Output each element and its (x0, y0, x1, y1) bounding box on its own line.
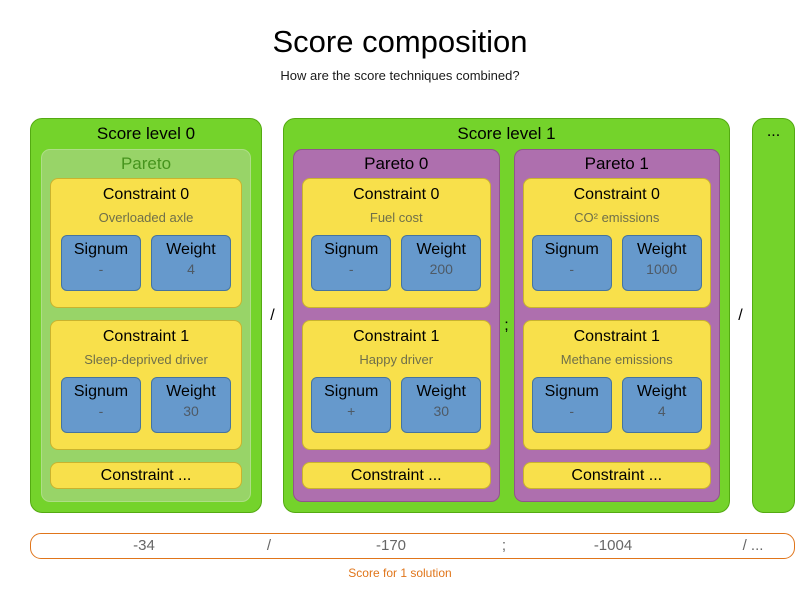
score-level-1-box: Score level 1 Pareto 0 Constraint 0 Fuel… (283, 118, 730, 513)
weight-value: 30 (433, 403, 450, 419)
signum-label: Signum (544, 241, 599, 258)
constraint-title: Constraint 0 (353, 186, 440, 203)
signum-weight-row: Signum - Weight 1000 (524, 235, 711, 291)
signum-label: Signum (73, 241, 129, 258)
score-bar-more: / ... (742, 537, 764, 554)
constraint-more-box: Constraint ... (302, 462, 491, 489)
score-level-0-box: Score level 0 Pareto Constraint 0 Overlo… (30, 118, 262, 513)
signum-box: Signum - (61, 377, 141, 433)
signum-value: - (569, 403, 575, 419)
level-separator-slash: / (738, 306, 743, 324)
signum-value: - (569, 261, 575, 277)
weight-box: Weight 4 (621, 377, 702, 433)
signum-label: Signum (73, 383, 129, 400)
weight-box: Weight 4 (151, 235, 231, 291)
score-level-0-label: Score level 0 (96, 124, 196, 143)
constraint-title: Constraint 1 (102, 328, 190, 345)
signum-value: - (98, 403, 104, 419)
constraint-description: CO² emissions (574, 210, 660, 225)
constraint-description: Sleep-deprived driver (84, 352, 208, 367)
signum-value: - (348, 261, 354, 277)
weight-box: Weight 200 (401, 235, 482, 291)
constraint-box: Constraint 1 Methane emissions Signum - … (522, 320, 711, 450)
page-title: Score composition (272, 24, 528, 59)
weight-box: Weight 1000 (621, 235, 702, 291)
constraint-description: Overloaded axle (98, 210, 194, 225)
constraint-box: Constraint 0 Overloaded axle Signum - We… (50, 178, 242, 308)
signum-weight-row: Signum + Weight 30 (303, 377, 490, 433)
signum-box: Signum - (311, 235, 392, 291)
constraint-box: Constraint 1 Happy driver Signum + Weigh… (302, 320, 491, 450)
more-levels-ellipsis: ... (766, 123, 781, 140)
weight-label: Weight (636, 241, 687, 258)
score-bar: -34 / -170 ; -1004 / ... (30, 533, 795, 559)
signum-box: Signum - (61, 235, 141, 291)
weight-value: 200 (429, 261, 453, 277)
weight-label: Weight (636, 383, 687, 400)
signum-label: Signum (544, 383, 599, 400)
signum-label: Signum (324, 241, 379, 258)
pareto-label: Pareto (120, 154, 172, 173)
constraint-description: Methane emissions (560, 352, 673, 367)
weight-label: Weight (416, 241, 466, 258)
score-caption: Score for 1 solution (348, 566, 452, 580)
constraint-box: Constraint 0 Fuel cost Signum - Weight 2… (302, 178, 491, 308)
score-level-1-label: Score level 1 (457, 124, 556, 143)
more-levels-box: ... (752, 118, 795, 513)
constraint-more-box: Constraint ... (50, 462, 242, 489)
constraint-more-box: Constraint ... (522, 462, 711, 489)
signum-box: Signum - (531, 235, 612, 291)
pareto-0-box: Pareto 0 Constraint 0 Fuel cost Signum -… (293, 149, 500, 502)
signum-label: Signum (324, 383, 379, 400)
constraint-title: Constraint 0 (573, 186, 660, 203)
constraint-box: Constraint 1 Sleep-deprived driver Signu… (50, 320, 242, 450)
signum-weight-row: Signum - Weight 200 (303, 235, 490, 291)
signum-weight-row: Signum - Weight 30 (51, 377, 241, 433)
weight-box: Weight 30 (401, 377, 482, 433)
weight-label: Weight (416, 383, 466, 400)
signum-weight-row: Signum - Weight 4 (524, 377, 711, 433)
constraint-description: Fuel cost (369, 210, 423, 225)
constraint-box: Constraint 0 CO² emissions Signum - Weig… (522, 178, 711, 308)
score-bar-value: -1004 (593, 537, 633, 554)
constraint-stack: Constraint 0 CO² emissions Signum - Weig… (522, 178, 711, 493)
score-bar-value: -34 (133, 537, 155, 554)
constraint-description: Happy driver (359, 352, 434, 367)
signum-value: - (98, 261, 104, 277)
constraint-title: Constraint 1 (353, 328, 440, 345)
weight-value: 4 (657, 403, 666, 419)
signum-box: Signum - (531, 377, 612, 433)
signum-weight-row: Signum - Weight 4 (51, 235, 241, 291)
weight-value: 4 (187, 261, 195, 277)
pareto-1-box: Pareto 1 Constraint 0 CO² emissions Sign… (513, 149, 720, 502)
constraint-stack: Constraint 0 Fuel cost Signum - Weight 2… (302, 178, 491, 493)
score-bar-separator: / (266, 537, 272, 554)
pareto-box-level0: Pareto Constraint 0 Overloaded axle Sign… (41, 149, 251, 502)
weight-label: Weight (166, 383, 216, 400)
weight-value: 30 (183, 403, 199, 419)
signum-box: Signum + (311, 377, 392, 433)
level-separator-slash: / (270, 306, 275, 324)
score-bar-separator: ; (501, 537, 507, 554)
pareto-separator-semicolon: ; (504, 316, 509, 334)
pareto-label: Pareto 1 (584, 154, 649, 173)
weight-label: Weight (166, 241, 216, 258)
score-bar-value: -170 (375, 537, 407, 554)
weight-value: 1000 (646, 261, 678, 277)
page-subtitle: How are the score techniques combined? (280, 68, 520, 83)
pareto-row: Pareto 0 Constraint 0 Fuel cost Signum -… (293, 149, 720, 502)
signum-value: + (347, 403, 356, 419)
constraint-stack: Constraint 0 Overloaded axle Signum - We… (50, 178, 242, 493)
pareto-label: Pareto 0 (364, 154, 429, 173)
constraint-title: Constraint 1 (573, 328, 660, 345)
constraint-title: Constraint 0 (102, 186, 190, 203)
weight-box: Weight 30 (151, 377, 231, 433)
